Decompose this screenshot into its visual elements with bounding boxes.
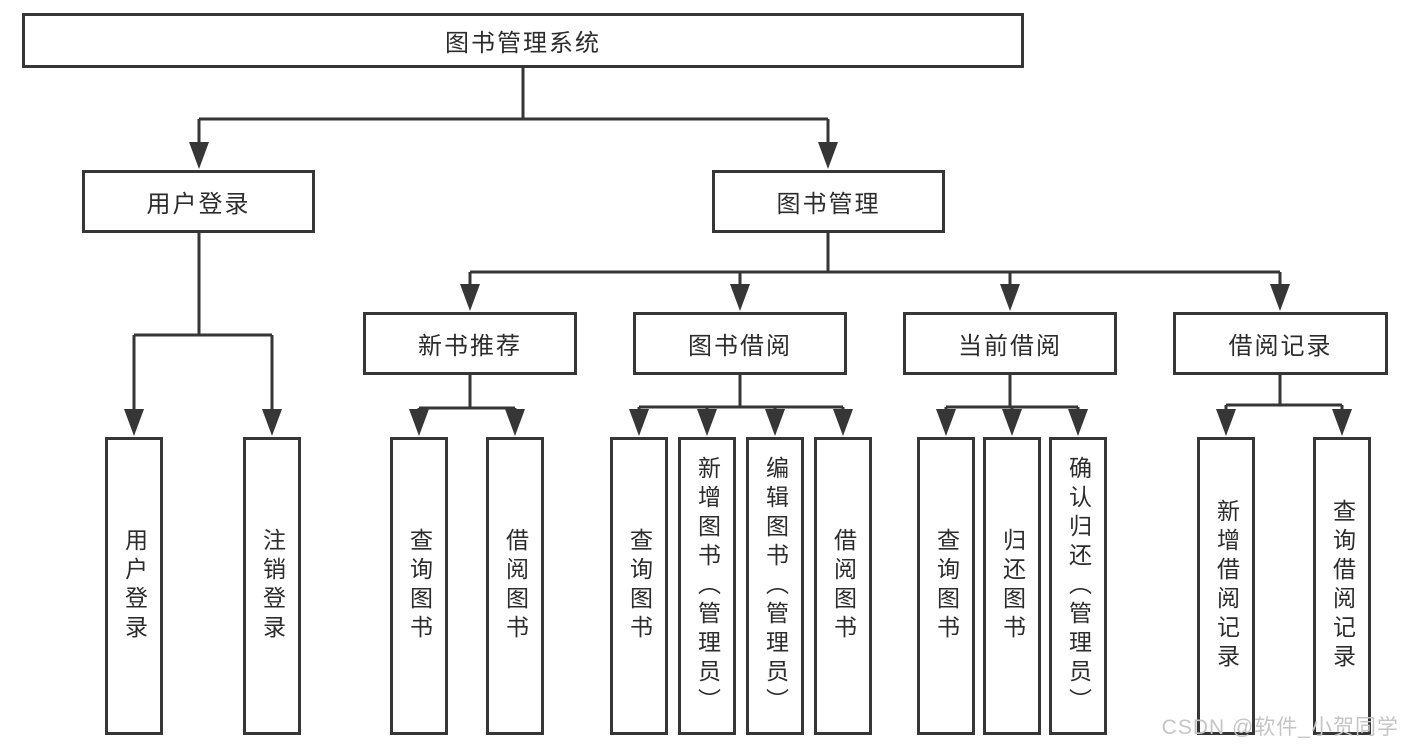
node-book-management-label: 图书管理 bbox=[776, 191, 881, 218]
leaf-newbooks-query-books-label: 查询图书 bbox=[406, 528, 433, 644]
leaf-confirm-return-admin: 确认归还（管理员） bbox=[1049, 437, 1107, 735]
node-book-borrowing: 图书借阅 bbox=[633, 312, 847, 375]
leaf-user-login-label: 用户登录 bbox=[121, 528, 148, 644]
node-new-book-recommend-label: 新书推荐 bbox=[418, 333, 522, 360]
node-system-root-label: 图书管理系统 bbox=[445, 30, 601, 57]
leaf-return-books: 归还图书 bbox=[983, 437, 1041, 735]
watermark-text: CSDN @软件_小贺同学 bbox=[1161, 716, 1399, 739]
node-new-book-recommend: 新书推荐 bbox=[363, 312, 577, 375]
node-user-login: 用户登录 bbox=[82, 170, 315, 233]
leaf-current-query-books-label: 查询图书 bbox=[933, 528, 960, 644]
node-book-borrowing-label: 图书借阅 bbox=[688, 333, 792, 360]
leaf-add-books-admin-label: 新增图书（管理员） bbox=[694, 455, 721, 717]
leaf-add-borrow-record-label: 新增借阅记录 bbox=[1213, 499, 1240, 673]
leaf-current-query-books: 查询图书 bbox=[917, 437, 975, 735]
leaf-return-books-label: 归还图书 bbox=[999, 528, 1026, 644]
leaf-borrowing-borrow-books: 借阅图书 bbox=[814, 437, 872, 735]
node-current-borrowing: 当前借阅 bbox=[903, 312, 1117, 375]
leaf-newbooks-query-books: 查询图书 bbox=[390, 437, 448, 735]
node-borrow-records-label: 借阅记录 bbox=[1228, 333, 1333, 360]
leaf-borrowing-borrow-books-label: 借阅图书 bbox=[830, 528, 857, 644]
node-borrow-records: 借阅记录 bbox=[1173, 312, 1388, 375]
leaf-newbooks-borrow-books: 借阅图书 bbox=[486, 437, 544, 735]
leaf-query-borrow-record-label: 查询借阅记录 bbox=[1329, 499, 1356, 673]
leaf-confirm-return-admin-label: 确认归还（管理员） bbox=[1065, 455, 1092, 717]
leaf-borrowing-query-books-label: 查询图书 bbox=[626, 528, 653, 644]
leaf-user-login: 用户登录 bbox=[105, 437, 163, 735]
node-current-borrowing-label: 当前借阅 bbox=[958, 333, 1062, 360]
leaf-borrowing-query-books: 查询图书 bbox=[610, 437, 668, 735]
leaf-logout: 注销登录 bbox=[243, 437, 301, 735]
leaf-query-borrow-record: 查询借阅记录 bbox=[1313, 437, 1371, 735]
node-book-management: 图书管理 bbox=[712, 170, 945, 233]
leaf-newbooks-borrow-books-label: 借阅图书 bbox=[502, 528, 529, 644]
leaf-logout-label: 注销登录 bbox=[259, 528, 286, 644]
leaf-edit-books-admin: 编辑图书（管理员） bbox=[746, 437, 804, 735]
leaf-edit-books-admin-label: 编辑图书（管理员） bbox=[762, 455, 789, 717]
leaf-add-books-admin: 新增图书（管理员） bbox=[678, 437, 736, 735]
node-system-root: 图书管理系统 bbox=[22, 13, 1024, 68]
node-user-login-label: 用户登录 bbox=[146, 191, 251, 218]
leaf-add-borrow-record: 新增借阅记录 bbox=[1197, 437, 1255, 735]
